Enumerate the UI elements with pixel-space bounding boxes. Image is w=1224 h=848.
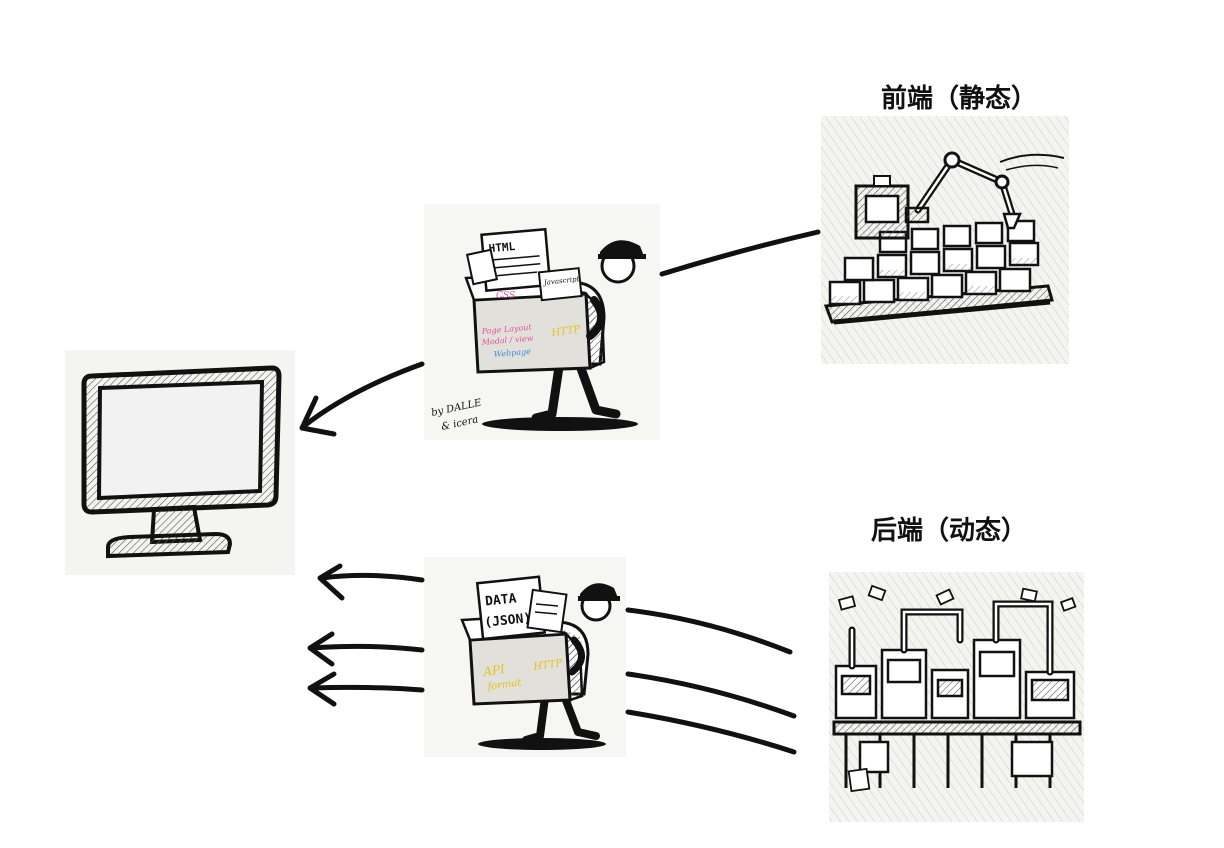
box-mark-page-layout: Page Layout — [480, 323, 532, 336]
data-document-label-line1: DATA — [484, 591, 517, 609]
box-mark-api: API — [481, 662, 505, 679]
box-mark-http: HTTP — [532, 658, 563, 673]
box-mark-css: CSS — [496, 291, 515, 301]
factory-robot-arm-icon — [821, 116, 1069, 364]
html-document-label: HTML — [488, 240, 516, 255]
backend-label: 后端（动态） — [871, 515, 1027, 546]
arrowhead — [307, 631, 335, 667]
frontend-courier-illustration: HTML Javascript CSS Page Layout Modal / … — [424, 204, 660, 440]
frontend-label: 前端（静态） — [881, 83, 1037, 114]
monitor-base — [106, 531, 233, 559]
arrowhead — [299, 395, 337, 437]
factory-machines-icon — [829, 572, 1084, 822]
connectors — [299, 229, 821, 755]
backend-link-line-1 — [625, 607, 793, 655]
backend-link-line-3 — [625, 709, 797, 755]
monitor-screen — [96, 379, 265, 501]
computer-monitor-icon — [65, 350, 295, 575]
javascript-document-label: Javascript — [542, 275, 580, 287]
arrowhead — [317, 563, 345, 601]
backend-to-client-arrow-3 — [309, 684, 425, 693]
frontend-to-client-arrow — [301, 361, 425, 429]
box-mark-format: format — [486, 677, 523, 693]
frontend-link-line — [659, 229, 821, 277]
data-document-label-line2: (JSON) — [484, 611, 532, 631]
backend-link-line-2 — [625, 671, 797, 719]
backend-to-client-arrow-2 — [309, 643, 425, 653]
box-mark-webpage: Webpage — [493, 347, 531, 359]
arrowhead — [307, 671, 337, 707]
backend-to-client-arrow-1 — [319, 572, 425, 583]
javascript-document — [537, 267, 583, 302]
box-mark-http: HTTP — [550, 324, 581, 339]
backend-courier-illustration: DATA (JSON) API format HTTP — [424, 557, 626, 757]
